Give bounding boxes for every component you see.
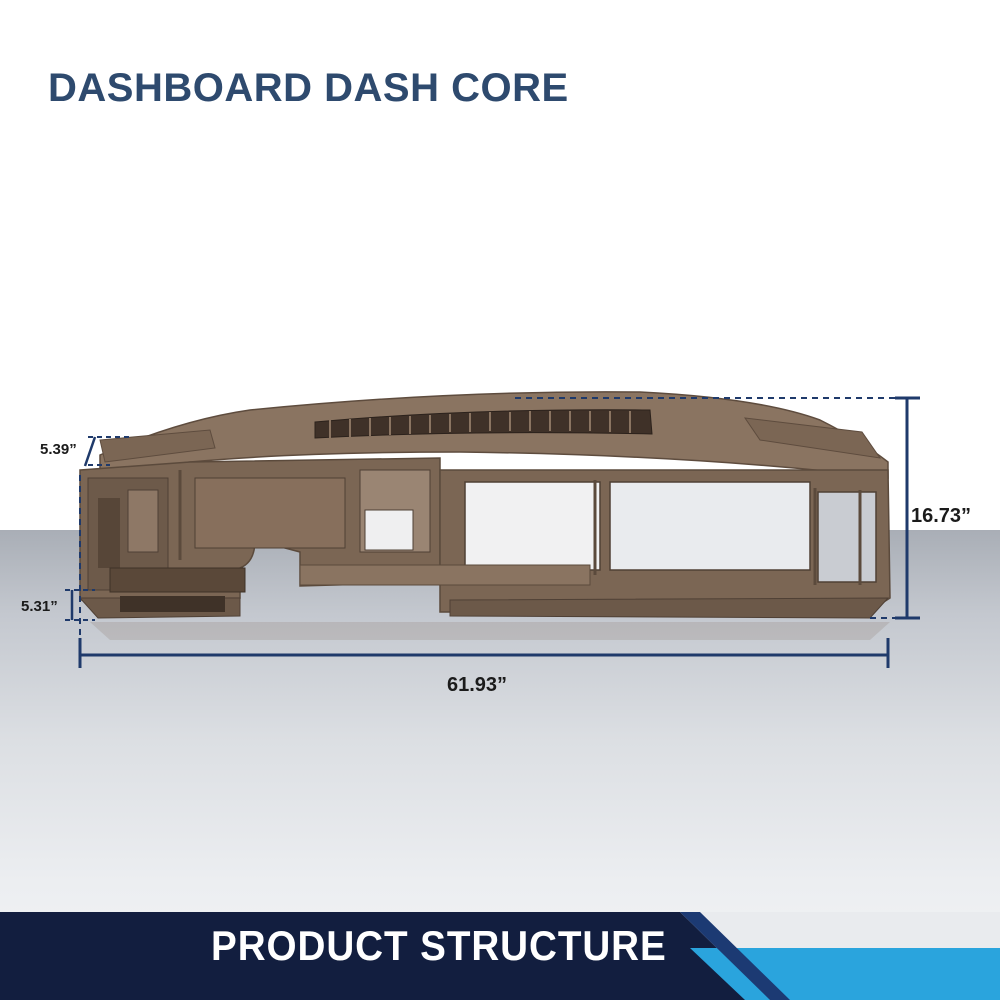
banner-label: PRODUCT STRUCTURE <box>211 922 667 969</box>
product-structure-banner <box>0 912 1000 1000</box>
dashboard-reflection <box>90 622 890 640</box>
dimension-left-bottom: 5.31” <box>21 598 58 615</box>
banner-shape <box>0 912 1000 1000</box>
dimension-left-top: 5.39” <box>40 441 77 458</box>
dimension-overall-width: 61.93” <box>447 674 508 696</box>
page-title: DASHBOARD DASH CORE <box>48 66 569 110</box>
dashboard-core <box>78 391 891 619</box>
dimension-lines <box>65 396 920 668</box>
dimension-overall-height: 16.73” <box>911 505 972 527</box>
